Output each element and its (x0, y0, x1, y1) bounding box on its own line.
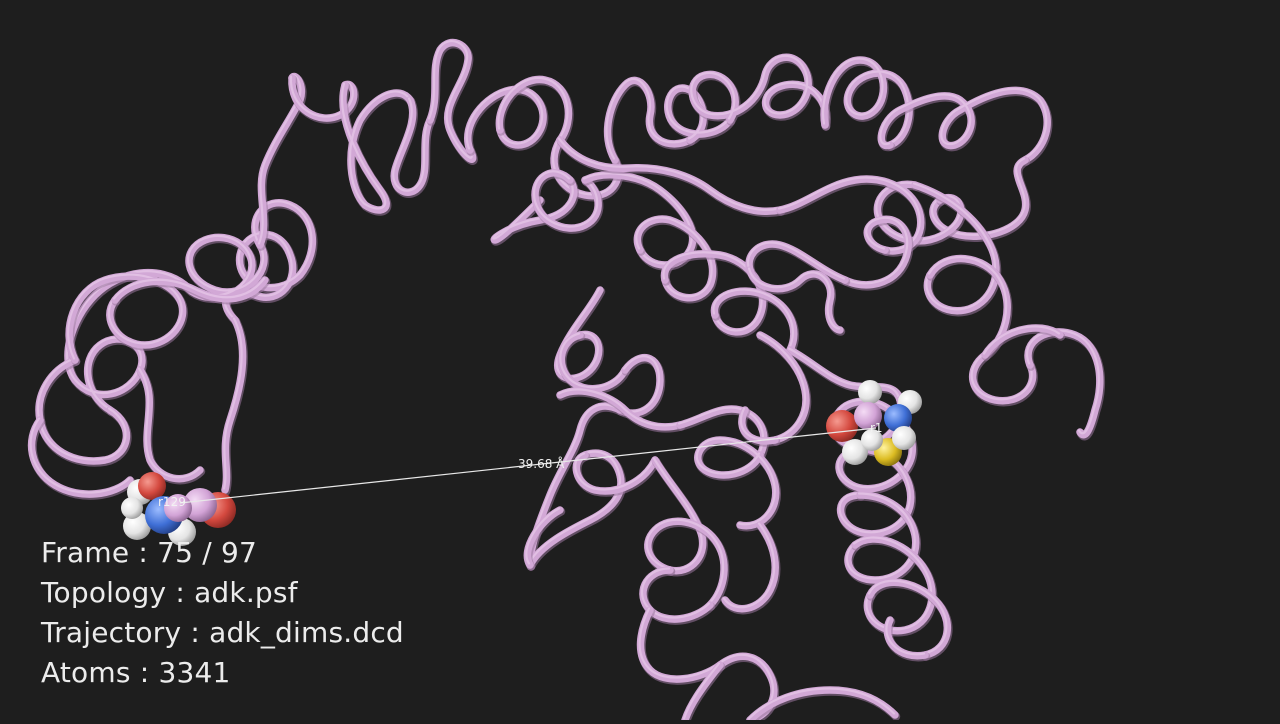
backbone-segment (1026, 329, 1100, 435)
backbone-segment (747, 687, 896, 720)
backbone-segment (638, 607, 721, 679)
backbone-segment (757, 332, 807, 440)
backbone-segment (559, 332, 626, 389)
backbone-segment (527, 403, 621, 565)
backbone-segment (867, 579, 948, 655)
backbone-segment (392, 97, 431, 192)
backbone-segment (746, 241, 846, 280)
backbone-segment (982, 325, 1061, 355)
backbone-segment (930, 157, 1026, 236)
residue-label-r1: r1 (870, 421, 883, 435)
backbone-segment (574, 452, 656, 491)
backbone-segment (532, 170, 599, 228)
backbone-segment (137, 367, 201, 479)
backbone-segment (852, 536, 933, 631)
backbone-segment (722, 522, 776, 609)
backbone-segment (526, 402, 624, 569)
backbone-segment (257, 74, 302, 245)
backbone-segment (527, 450, 622, 565)
backbone-segment (787, 347, 901, 400)
backbone-segment (557, 388, 681, 427)
backbone-segment (182, 234, 265, 297)
backbone-segment (695, 437, 776, 526)
backbone-segment (645, 518, 725, 605)
backbone-segment (341, 82, 411, 210)
backbone-segment (838, 447, 911, 534)
distance-line (179, 427, 877, 504)
backbone-segment (572, 451, 659, 495)
trajectory-file: Trajectory : adk_dims.dcd (41, 616, 404, 649)
residue-label-r129: r129 (158, 495, 186, 509)
backbone-segment (712, 288, 794, 350)
backbone-segment (681, 661, 724, 724)
frame-counter: Frame : 75 / 97 (41, 536, 257, 569)
backbone-segment (557, 137, 781, 211)
topology-file: Topology : adk.psf (41, 576, 298, 609)
backbone-segment (617, 355, 661, 413)
trajectory-info-overlay: Frame : 75 / 97 Topology : adk.psf Traje… (41, 533, 404, 693)
backbone-segment (112, 277, 266, 300)
backbone-segment (222, 317, 243, 490)
backbone-segment (1024, 328, 1104, 439)
backbone-segment (677, 406, 764, 455)
backbone-segment (688, 53, 830, 129)
backbone-segment (427, 40, 473, 159)
backbone-segment (181, 233, 268, 302)
residue-r1-spacefill[interactable] (826, 380, 922, 466)
backbone-segment (885, 617, 926, 656)
backbone-segment (651, 456, 707, 575)
backbone-segment (136, 366, 204, 483)
backbone-segment (694, 436, 780, 530)
backbone-segment (525, 507, 561, 565)
backbone-segment (605, 77, 691, 160)
distance-label: 39.68 Å (518, 456, 565, 471)
backbone-segment (821, 57, 909, 145)
backbone-segment (682, 662, 721, 720)
backbone-segment (465, 86, 544, 150)
backbone-segment (842, 216, 909, 285)
backbone-segment (845, 492, 916, 580)
backbone-segment (67, 273, 183, 360)
residue-r129-spacefill[interactable] (121, 472, 236, 546)
backbone-segment (492, 177, 574, 240)
backbone-segment (690, 54, 826, 125)
backbone-segment (635, 216, 713, 298)
backbone-segment (289, 75, 354, 118)
backbone-segment (747, 267, 841, 330)
backbone-segment (497, 76, 569, 140)
atom-count: Atoms : 3341 (41, 656, 231, 689)
backbone-segment (879, 87, 1048, 160)
backbone-segment (495, 75, 573, 144)
backbone-segment (36, 357, 127, 461)
backbone-segment (29, 417, 131, 494)
